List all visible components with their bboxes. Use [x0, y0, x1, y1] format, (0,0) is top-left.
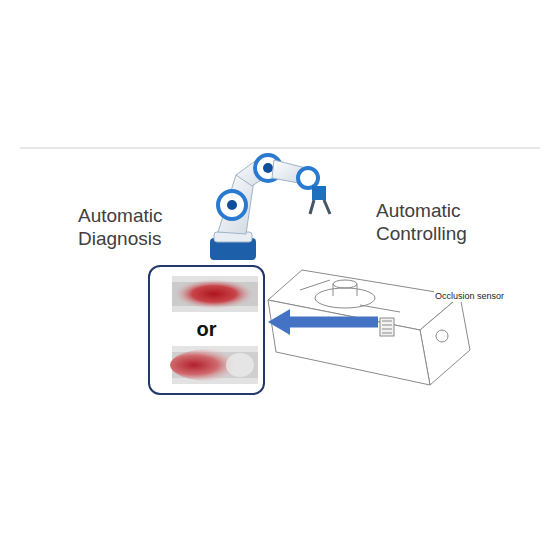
robot-arm: [210, 155, 330, 260]
infusion-device: [268, 270, 470, 385]
box-heading: Automatic Diagnosis: [78, 205, 198, 251]
divider-line: [20, 148, 540, 149]
tube-image: [172, 276, 258, 312]
occlusion-sensor: Occlusion sensor: [378, 288, 503, 336]
sensor-label: Occlusion sensor: [434, 291, 505, 302]
arrow-head: [268, 309, 290, 335]
flow-arrow: [268, 309, 378, 335]
tube-image: [170, 346, 258, 384]
or-text: or: [150, 317, 263, 341]
arrow-shaft: [290, 317, 378, 328]
section-heading: Automatic Controlling: [376, 200, 496, 246]
diagnosis-box: Automatic Diagnosisor: [148, 265, 265, 395]
